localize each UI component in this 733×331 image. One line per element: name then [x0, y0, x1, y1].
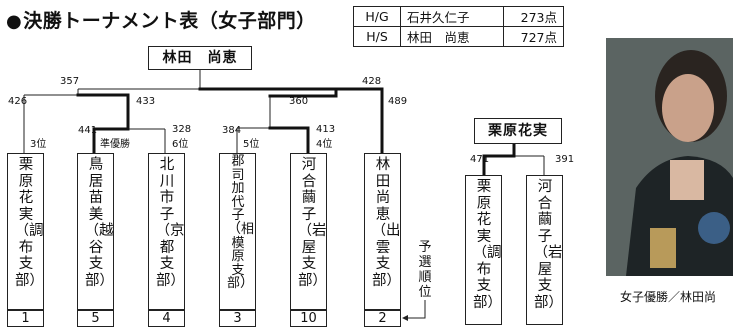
score-label: 489: [388, 96, 408, 107]
score-label: 357: [60, 76, 80, 87]
seed-rank: 2: [364, 310, 401, 327]
name-text: 北川市子: [159, 157, 175, 223]
branch-text: 岩屋支部: [534, 245, 563, 311]
score-label: 391: [555, 154, 575, 165]
photo-illustration: [606, 38, 733, 276]
name-text: 栗原花実: [18, 157, 34, 223]
branch-text: 相模原支部: [227, 221, 255, 292]
bracket-close: ）: [386, 272, 401, 289]
score-label: 471: [470, 154, 490, 165]
player-box: [77, 153, 114, 310]
bracket-close: ）: [312, 272, 327, 289]
bracket-close: ）: [487, 294, 502, 311]
seed-rank: 10: [290, 310, 327, 327]
bracket-close: ）: [548, 294, 563, 311]
bracket-open: （: [227, 220, 241, 237]
bullet-icon: ●: [6, 11, 23, 32]
name-text: 鳥居苗美: [88, 157, 104, 223]
score-label: 428: [362, 76, 382, 87]
player-box: [148, 153, 185, 310]
score-label: 433: [136, 96, 156, 107]
seed-rank: 1: [7, 310, 44, 327]
score-label: 413: [316, 124, 336, 135]
page-title: ●決勝トーナメント表（女子部門）: [6, 6, 316, 33]
place-label: 準優勝: [100, 139, 130, 150]
place-label: 5位: [243, 139, 260, 150]
name-text: 郡司加代子: [231, 154, 245, 224]
branch-text: 出雲支部: [372, 223, 401, 289]
player-name: 栗原花実（調布支部）: [15, 157, 44, 289]
bracket-open: （: [15, 223, 29, 239]
place-label: 6位: [172, 139, 189, 150]
branch-text: 調布支部: [473, 245, 502, 311]
bracket-open: （: [534, 245, 548, 261]
bracket-open: （: [473, 245, 487, 261]
hs-label: H/S: [353, 26, 401, 47]
seed-rank: 4: [148, 310, 185, 327]
seed-arrow-icon: [402, 300, 426, 321]
score-label: 384: [222, 125, 242, 136]
player-name: 河合繭子（岩屋支部）: [298, 157, 327, 289]
bracket-open: （: [85, 223, 99, 239]
score-label: 328: [172, 124, 192, 135]
third-place-winner-box: 栗原花実: [474, 118, 562, 144]
player-box: [290, 153, 327, 310]
bracket-close: ）: [99, 272, 114, 289]
name-text: 栗原花実: [476, 179, 492, 245]
branch-text: 調布支部: [15, 223, 44, 289]
player-name: 河合繭子（岩屋支部）: [534, 179, 563, 311]
seed-rank: 5: [77, 310, 114, 327]
hs-name: 林田 尚恵: [400, 26, 504, 47]
hs-score: 727点: [503, 26, 564, 47]
player-name: 鳥居苗美（越谷支部）: [85, 157, 114, 289]
bracket-close: ）: [29, 272, 44, 289]
seed-rank: 3: [219, 310, 256, 327]
player-name: 北川市子（京都支部）: [156, 157, 185, 289]
seed-order-label: 予選順位: [418, 240, 432, 300]
place-label: 4位: [316, 139, 333, 150]
bracket-open: （: [372, 223, 386, 239]
champion-box: 林田 尚恵: [148, 46, 252, 70]
player-name: 郡司加代子（相模原支部）: [227, 154, 254, 291]
player-name: 栗原花実（調布支部）: [473, 179, 502, 311]
branch-text: 京都支部: [156, 223, 185, 289]
score-label: 441: [78, 125, 98, 136]
bracket-open: （: [298, 223, 312, 239]
photo-caption: 女子優勝／林田尚: [620, 290, 717, 304]
bracket-close: ）: [240, 275, 255, 292]
player-box: [219, 153, 256, 310]
player-name: 林田尚恵（出雲支部）: [372, 157, 401, 289]
table-row: H/S 林田 尚恵 727点: [353, 26, 564, 47]
branch-text: 岩屋支部: [298, 223, 327, 289]
hs-name: 石井久仁子: [400, 6, 504, 27]
branch-text: 越谷支部: [85, 223, 114, 289]
score-label: 426: [8, 96, 28, 107]
name-text: 河合繭子: [537, 179, 553, 245]
title-text: 決勝トーナメント表（女子部門）: [23, 10, 316, 32]
winner-photo: [606, 38, 733, 276]
name-text: 林田尚恵: [375, 157, 391, 223]
player-box: [465, 175, 502, 325]
score-label: 360: [289, 96, 309, 107]
name-text: 河合繭子: [301, 157, 317, 223]
place-label: 3位: [30, 139, 47, 150]
bracket-open: （: [156, 223, 170, 239]
player-box: [7, 153, 44, 310]
player-box: [364, 153, 401, 310]
bracket-close: ）: [170, 272, 185, 289]
player-box: [526, 175, 563, 325]
high-score-table: H/G 石井久仁子 273点 H/S 林田 尚恵 727点: [353, 6, 564, 47]
